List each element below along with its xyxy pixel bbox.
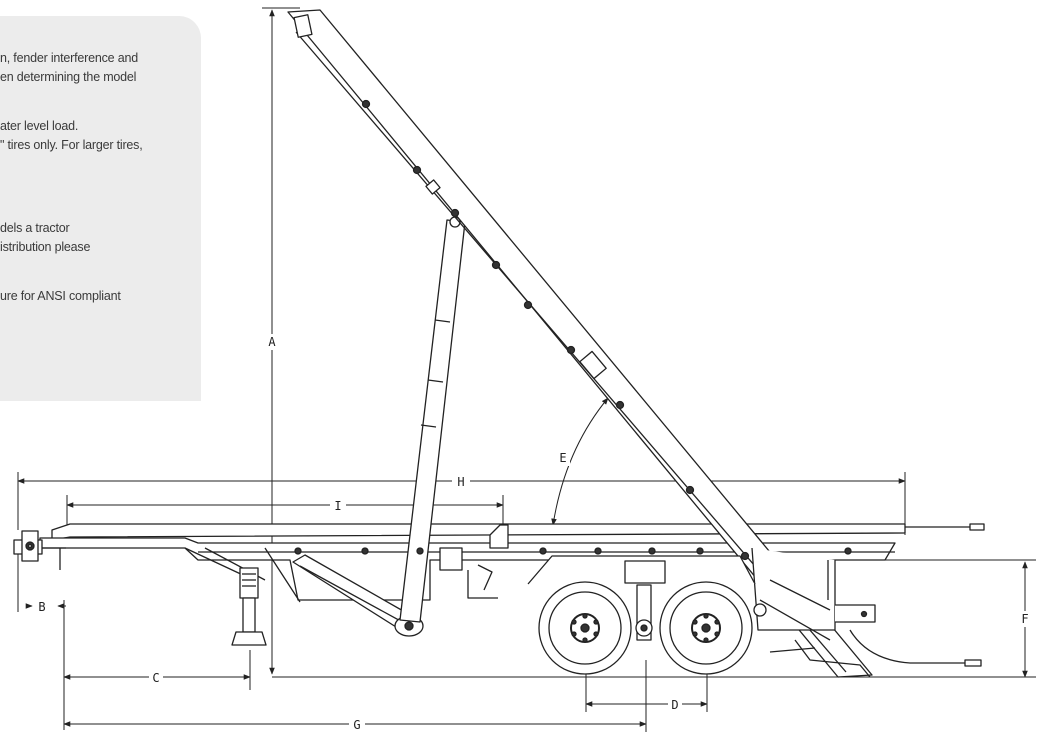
dim-label-d: D [671, 698, 678, 712]
dim-label-e: E [559, 451, 566, 465]
note-line-7: ure for ANSI compliant [0, 289, 121, 303]
dim-label-g: G [353, 718, 360, 732]
dim-label-a: A [268, 335, 276, 349]
note-line-1: n, fender interference and [0, 51, 138, 65]
note-line-2: en determining the model [0, 70, 137, 84]
note-line-3: ater level load. [0, 119, 79, 133]
notes-panel: n, fender interference and en determinin… [0, 16, 201, 401]
dim-label-f: F [1021, 612, 1028, 626]
note-line-5: dels a tractor [0, 221, 70, 235]
dim-label-b: B [38, 600, 45, 614]
dim-label-h: H [457, 475, 464, 489]
note-line-4: " tires only. For larger tires, [0, 138, 143, 152]
dim-label-i: I [334, 499, 341, 513]
trailer-body [13, 9, 985, 678]
dim-label-c: C [152, 671, 159, 685]
dimension-lines [17, 7, 1036, 732]
note-line-6: istribution please [0, 240, 91, 254]
